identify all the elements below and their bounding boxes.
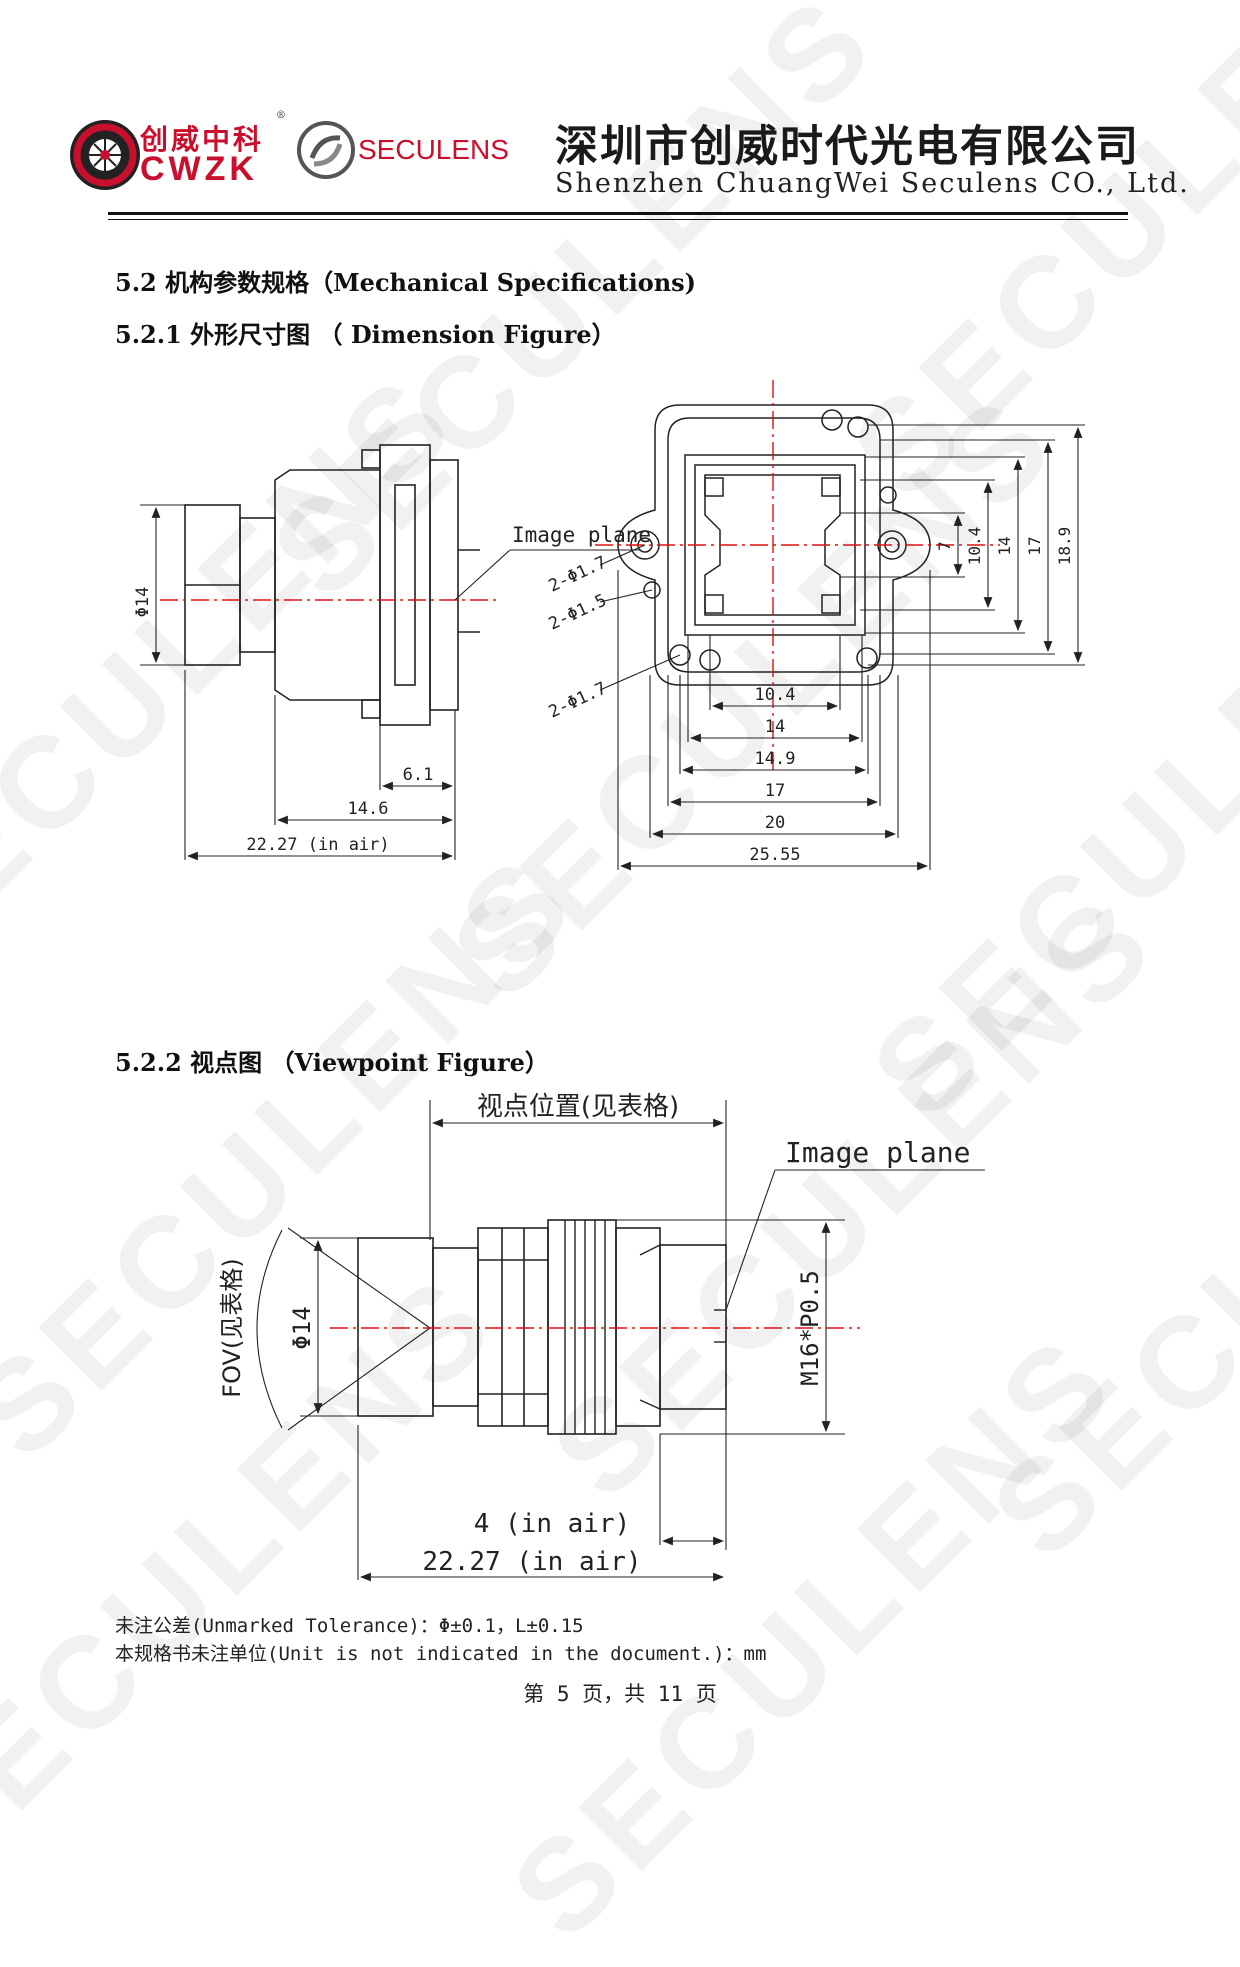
page-header: 创威中科 ® CWZK SECULENS 深圳市创威时代光电有限公司 Shenz… xyxy=(0,0,1240,230)
tolerance-note: 未注公差(Unmarked Tolerance)：Φ±0.1，L±0.15 xyxy=(115,1615,584,1637)
unit-note: 本规格书未注单位(Unit is not indicated in the do… xyxy=(115,1643,767,1665)
dim-4-in-air: 4 (in air) xyxy=(474,1509,631,1539)
side-dim-14-6: 14.6 xyxy=(348,799,389,819)
header-rule xyxy=(108,212,1128,215)
image-plane-label: Image plane xyxy=(785,1136,970,1169)
dim-h-14: 14 xyxy=(765,717,785,737)
side-dim-22-27: 22.27 (in air) xyxy=(246,835,389,855)
dim-v-10-4: 10.4 xyxy=(965,527,984,566)
dim-v-18-9: 18.9 xyxy=(1055,527,1074,566)
dim-h-14-9: 14.9 xyxy=(755,749,796,769)
dimension-figure: Φ14 Image plane 6.1 14.6 22.27 (in air) xyxy=(133,380,1085,871)
fov-label: FOV(见表格) xyxy=(218,1258,246,1397)
section-heading: 5.2.1 外形尺寸图 （ Dimension Figure） xyxy=(115,320,616,349)
viewpoint-figure: 视点位置(见表格) Image plane FOV(见表格) Φ14 M16*P… xyxy=(218,1092,985,1582)
section-heading: 5.2.2 视点图 （Viewpoint Figure） xyxy=(115,1048,549,1077)
image-plane-label: Image plane xyxy=(512,523,651,547)
brand-name: SECULENS xyxy=(358,134,509,165)
viewpoint-position-label: 视点位置(见表格) xyxy=(477,1092,679,1122)
dim-h-25-55: 25.55 xyxy=(749,845,800,865)
dim-22-27-in-air: 22.27 (in air) xyxy=(422,1547,641,1577)
company-name-cn: 深圳市创威时代光电有限公司 xyxy=(555,122,1140,172)
viewpoint-dia-label: Φ14 xyxy=(288,1306,316,1349)
section-heading: 5.2 机构参数规格（Mechanical Specifications) xyxy=(115,268,697,297)
dim-h-20: 20 xyxy=(765,813,785,833)
dim-h-17: 17 xyxy=(765,781,785,801)
logo-en: CWZK xyxy=(140,150,258,188)
header-rule xyxy=(108,219,1128,220)
dim-h-10-4: 10.4 xyxy=(755,685,796,705)
page-footer: 第 5 页，共 11 页 xyxy=(523,1682,717,1706)
side-dia-label: Φ14 xyxy=(133,587,153,618)
dim-v-17: 17 xyxy=(1025,536,1044,555)
hole-callout: 2-Φ1.5 xyxy=(546,590,610,634)
company-name-en: Shenzhen ChuangWei Seculens CO., Ltd. xyxy=(555,168,1190,199)
logo-cn: 创威中科 xyxy=(140,123,265,156)
cwzk-logo-icon xyxy=(70,120,140,190)
thread-label: M16*P0.5 xyxy=(796,1270,824,1386)
dim-v-7: 7 xyxy=(935,541,954,551)
hole-callout: 2-Φ1.7 xyxy=(546,678,610,722)
registered-mark: ® xyxy=(276,110,286,121)
seculens-logo-icon xyxy=(297,121,355,179)
dim-v-14: 14 xyxy=(995,536,1014,555)
side-dim-6-1: 6.1 xyxy=(403,765,434,785)
